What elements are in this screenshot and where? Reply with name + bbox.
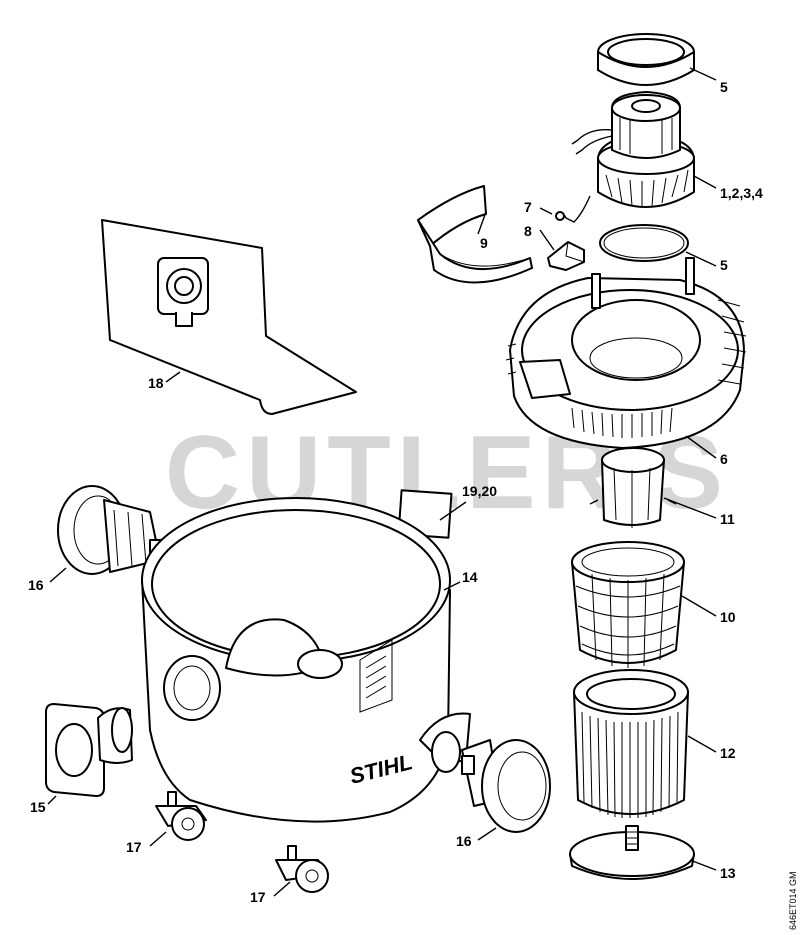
filter-bag [101,219,357,415]
callout-cover: 9 [480,235,488,251]
tank-body: STIHL [141,497,471,823]
callout-clip: 7 [524,199,532,215]
callout-ring-top: 5 [720,79,728,95]
motor-head-housing [505,257,747,449]
inlet-elbow [45,703,133,797]
callout-latch: 8 [524,223,532,239]
callout-labels: 5 1,2,3,4 7 8 9 5 6 18 19,20 16 14 11 10… [28,79,763,905]
callout-filter: 12 [720,745,736,761]
drawing-code: 646ET014 GM [788,871,798,930]
callout-wheel-left: 16 [28,577,44,593]
callout-motor: 1,2,3,4 [720,185,763,201]
callout-base-plate: 13 [720,865,736,881]
callout-inlet: 15 [30,799,46,815]
callout-caster-b: 17 [250,889,266,905]
callout-label: 19,20 [462,483,497,499]
callout-bag: 18 [148,375,164,391]
filter-basket [571,541,685,668]
float-cage [589,447,677,528]
base-plate [569,825,695,880]
caster-a [155,791,207,841]
seal-ring-lower [599,224,689,262]
callout-ring-lower: 5 [720,257,728,273]
latch [547,241,585,271]
callout-tank: 14 [462,569,478,585]
wheel-right [461,739,551,833]
spring-clip [555,195,591,223]
seal-ring-top [597,33,695,86]
leader-lines [47,67,717,897]
callout-caster-a: 17 [126,839,142,855]
callout-basket: 10 [720,609,736,625]
motor-assembly [571,91,695,208]
cover-bracket [417,185,533,284]
callout-head: 6 [720,451,728,467]
callout-wheel-right: 16 [456,833,472,849]
cartridge-filter [573,669,689,818]
caster-b [275,845,329,893]
callout-float-cage: 11 [720,511,735,527]
